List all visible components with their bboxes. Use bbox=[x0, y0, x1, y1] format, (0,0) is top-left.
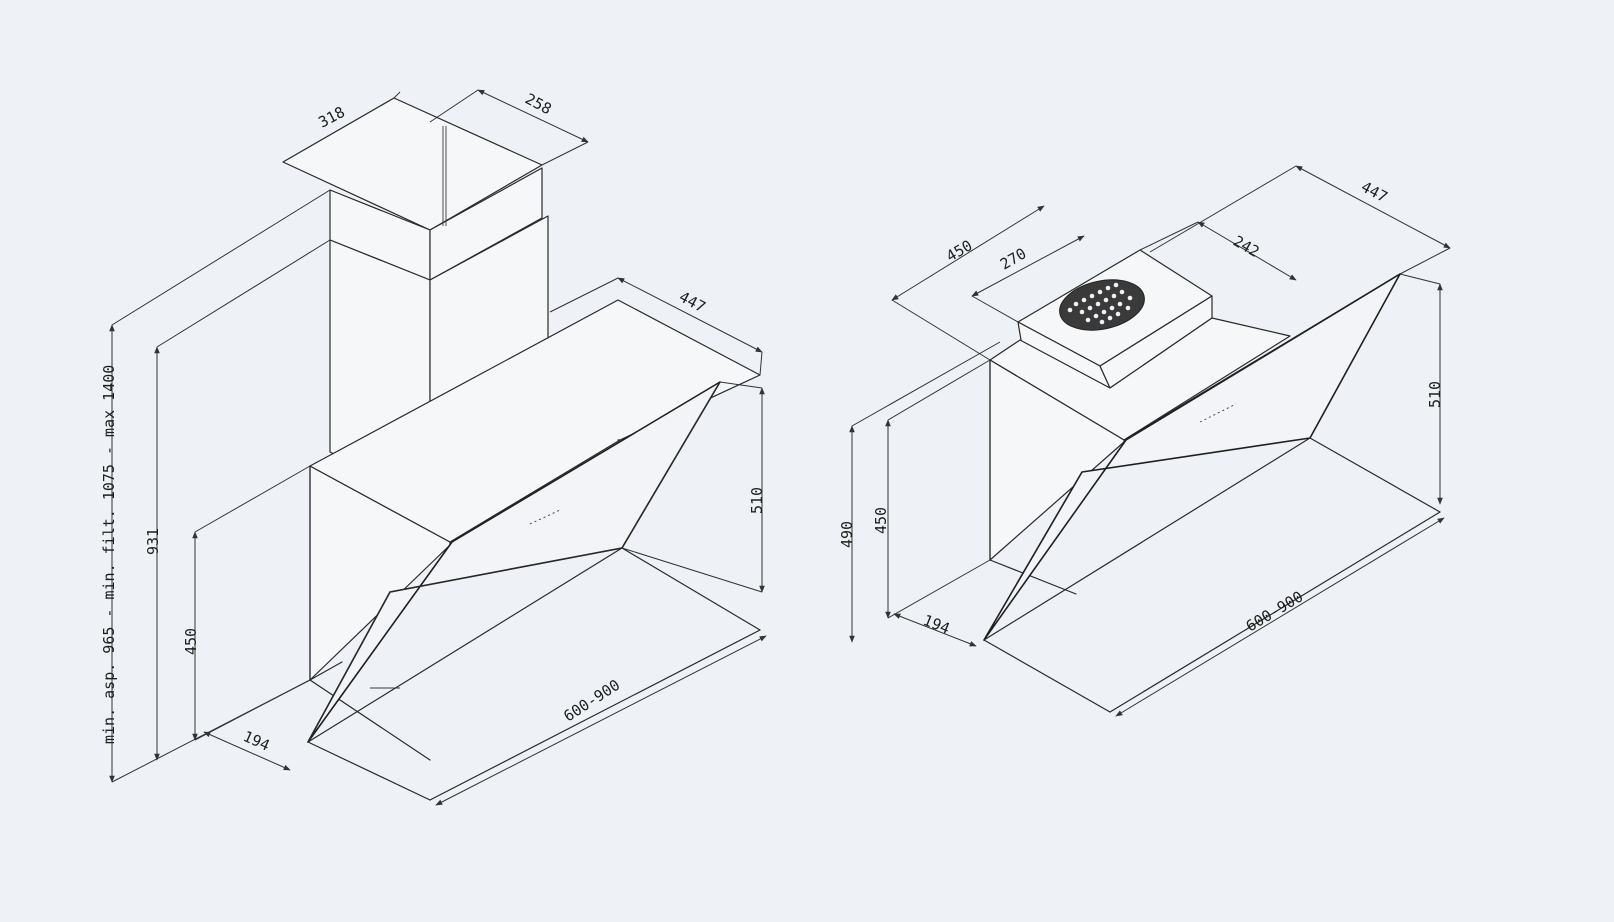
dim-ext-510-left-bottom bbox=[621, 547, 763, 593]
dim-ext-931-top bbox=[156, 239, 331, 348]
dim-ext-447-right bbox=[1149, 165, 1297, 253]
label-931: 931 bbox=[144, 528, 162, 555]
label-194-right: 194 bbox=[921, 611, 953, 638]
dim-line-447-right bbox=[1295, 165, 1451, 249]
dim-line-318 bbox=[282, 97, 395, 163]
label-450-left: 450 bbox=[182, 628, 200, 655]
dim-ext-270 bbox=[971, 295, 1019, 323]
glass-lower-edge bbox=[307, 591, 391, 743]
hood-glass-panel-right bbox=[983, 273, 1401, 641]
label-490: 490 bbox=[838, 521, 856, 548]
chimney-upper-side bbox=[429, 167, 543, 281]
control-buttons bbox=[529, 509, 561, 525]
dim-ext-450-top bbox=[891, 299, 991, 361]
label-447-left: 447 bbox=[676, 288, 708, 317]
dim-line-270 bbox=[971, 235, 1085, 297]
label-510-right: 510 bbox=[1426, 381, 1444, 408]
dim-ext-242 bbox=[1139, 221, 1199, 251]
left-hood-drawing: 318 258 447 min. asp. 965 - min. filt. 1… bbox=[100, 89, 767, 806]
dim-ext-450-right-bottom bbox=[887, 559, 991, 619]
label-600-900-left: 600-900 bbox=[560, 676, 623, 726]
dim-ext-258 bbox=[541, 141, 589, 166]
dim-ext-450-left-top bbox=[194, 465, 311, 533]
dim-ext-510-left-top bbox=[719, 381, 763, 389]
dim-line-600-900-left bbox=[435, 635, 767, 806]
hood-width-base bbox=[429, 629, 761, 801]
label-600-900-right: 600-900 bbox=[1243, 587, 1306, 635]
dim-ext-447-left-b bbox=[549, 277, 619, 313]
right-hood-drawing: 450 270 242 447 490 450 510 194 600-900 bbox=[838, 165, 1451, 717]
hood-front-base bbox=[307, 741, 431, 801]
dim-ext-447-right-b bbox=[1399, 247, 1451, 275]
label-258: 258 bbox=[522, 90, 554, 119]
dim-line-450-top bbox=[891, 205, 1045, 301]
glass-side-edge bbox=[621, 381, 721, 549]
dim-ext-490-top bbox=[851, 341, 1001, 427]
dim-line-447-left bbox=[617, 277, 763, 353]
dim-tick-318 bbox=[393, 91, 401, 99]
dim-ext-450-right bbox=[887, 359, 991, 421]
dim-ext-510-right bbox=[1399, 273, 1441, 285]
dim-line-194-left bbox=[203, 731, 291, 771]
hood-body-base-short bbox=[309, 661, 343, 681]
label-242: 242 bbox=[1230, 232, 1262, 261]
dim-line-258 bbox=[477, 89, 589, 143]
label-450-top: 450 bbox=[943, 236, 975, 265]
label-total-height: min. asp. 965 - min. filt. 1075 - max 14… bbox=[100, 365, 118, 744]
label-510-left: 510 bbox=[748, 487, 766, 514]
hood-body-base-edge bbox=[309, 679, 431, 761]
dim-line-242 bbox=[1197, 221, 1297, 281]
dim-ext-447-left bbox=[759, 351, 763, 376]
glass-mid-edge bbox=[389, 547, 623, 593]
label-450-right: 450 bbox=[872, 507, 890, 534]
dim-line-600-900-right bbox=[1115, 517, 1445, 717]
dim-line-194-right bbox=[893, 613, 977, 647]
dim-ext-450-left-bottom bbox=[194, 679, 311, 741]
grille-holes bbox=[1067, 282, 1133, 325]
dim-ext-total-top bbox=[111, 189, 331, 326]
glass-right-base-right bbox=[1309, 437, 1441, 513]
hood-front-base-right bbox=[983, 639, 1111, 713]
label-270: 270 bbox=[997, 244, 1029, 273]
hood-body-base-right bbox=[989, 559, 1077, 595]
control-buttons-right bbox=[1199, 403, 1237, 423]
glass-right-base bbox=[621, 547, 761, 631]
dim-ext-258-b bbox=[429, 89, 479, 123]
